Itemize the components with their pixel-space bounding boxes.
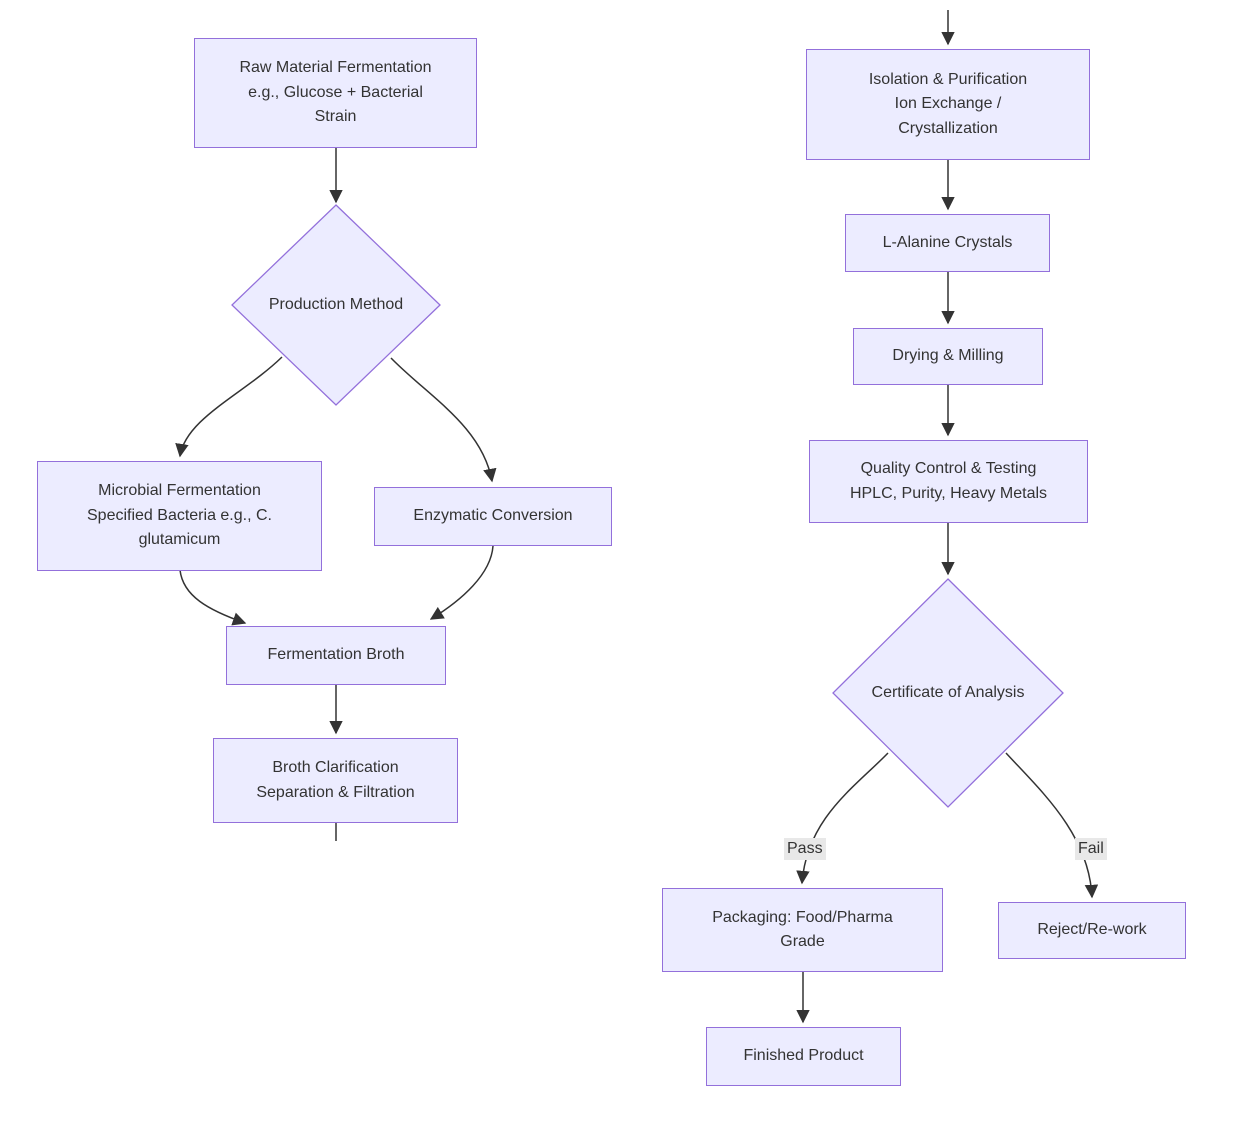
node-l-alanine-crystals: L-Alanine Crystals [845,214,1050,272]
node-isolation-purification: Isolation & Purification Ion Exchange / … [806,49,1090,160]
edge-certificate-fail-to-reject [1005,752,1099,899]
node-drying-milling: Drying & Milling [853,328,1043,385]
node-finished-product: Finished Product [706,1027,901,1086]
node-quality-control: Quality Control & Testing HPLC, Purity, … [809,440,1088,523]
edge-enzymatic-to-fermentationbroth [429,545,494,620]
edge-productionmethod-to-microbial [175,356,283,458]
node-microbial-fermentation: Microbial Fermentation Specified Bacteri… [37,461,322,571]
edge-certificate-pass-to-packaging [796,752,889,885]
node-enzymatic-conversion: Enzymatic Conversion [374,487,612,546]
edge-label-fail: Fail [1075,838,1107,860]
node-reject-rework: Reject/Re-work [998,902,1186,959]
node-fermentation-broth: Fermentation Broth [226,626,446,685]
edge-microbial-to-fermentationbroth [179,569,247,626]
edge-productionmethod-to-enzymatic [390,357,497,483]
node-certificate-of-analysis-decision: Certificate of Analysis [871,684,1025,701]
node-production-method-decision: Production Method [268,296,404,313]
node-raw-material-fermentation: Raw Material Fermentation e.g., Glucose … [194,38,477,148]
node-broth-clarification: Broth Clarification Separation & Filtrat… [213,738,458,823]
edge-label-pass: Pass [784,838,826,860]
node-packaging: Packaging: Food/Pharma Grade [662,888,943,972]
